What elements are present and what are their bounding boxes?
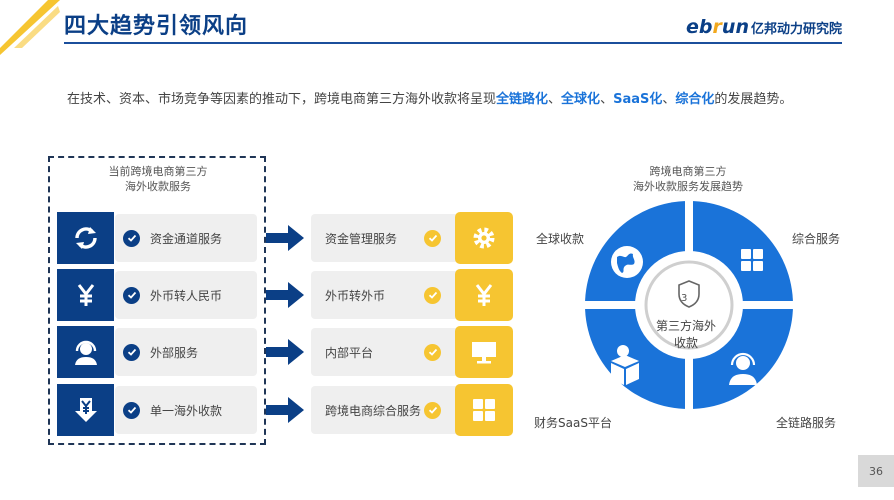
gear-icon bbox=[455, 212, 513, 264]
page-title: 四大趋势引领风向 bbox=[64, 14, 249, 39]
check-icon bbox=[424, 229, 441, 247]
arrow-right-icon bbox=[266, 282, 304, 308]
check-icon bbox=[123, 286, 140, 304]
check-icon bbox=[123, 401, 140, 419]
intro-highlight-3: SaaS化 bbox=[613, 92, 663, 107]
trend-label-saas: 财务SaaS平台 bbox=[534, 416, 612, 430]
yuan-icon bbox=[455, 269, 513, 321]
future-service-item: 跨境电商综合服务 bbox=[311, 386, 459, 434]
headset-icon bbox=[57, 326, 114, 378]
logo-text-a: eb bbox=[686, 16, 713, 38]
intro-highlight-4: 综合化 bbox=[675, 92, 715, 107]
current-service-item: 外币转人民币 bbox=[115, 271, 257, 319]
yuan-down-icon bbox=[57, 384, 114, 436]
check-icon bbox=[123, 229, 140, 247]
intro-sep-1: 、 bbox=[548, 92, 562, 107]
arrow-right-icon bbox=[266, 397, 304, 423]
intro-highlight-2: 全球化 bbox=[561, 92, 601, 107]
logo-text-c: un bbox=[721, 16, 749, 38]
check-icon bbox=[123, 343, 140, 361]
finance-box-icon bbox=[611, 345, 639, 385]
intro-paragraph: 在技术、资本、市场竞争等因素的推动下，跨境电商第三方海外收款将呈现全链路化、全球… bbox=[67, 87, 837, 112]
trend-label-global: 全球收款 bbox=[536, 232, 585, 246]
center-label: 第三方海外 收款 bbox=[655, 319, 716, 350]
center-number: 3 bbox=[681, 293, 688, 304]
intro-sep-2: 、 bbox=[600, 92, 614, 107]
logo-text-cn: 亿邦动力研究院 bbox=[750, 22, 842, 37]
grid-icon bbox=[741, 249, 763, 271]
trend-title: 跨境电商第三方 海外收款服务发展趋势 bbox=[633, 165, 743, 193]
current-service-item: 资金通道服务 bbox=[115, 214, 257, 262]
current-services-title: 当前跨境电商第三方 海外收款服务 bbox=[108, 165, 208, 193]
trend-label-full-chain: 全链路服务 bbox=[776, 416, 837, 430]
current-services-frame bbox=[48, 156, 266, 445]
trend-label-integrated: 综合服务 bbox=[792, 232, 841, 246]
future-service-item: 资金管理服务 bbox=[311, 214, 459, 262]
intro-highlight-1: 全链路化 bbox=[496, 92, 549, 107]
shield-icon bbox=[678, 280, 700, 308]
check-icon bbox=[424, 401, 441, 419]
headset-icon bbox=[729, 352, 757, 385]
check-icon bbox=[424, 286, 441, 304]
current-service-item: 外部服务 bbox=[115, 328, 257, 376]
future-service-item: 内部平台 bbox=[311, 328, 459, 376]
intro-prefix: 在技术、资本、市场竞争等因素的推动下，跨境电商第三方海外收款将呈现 bbox=[67, 92, 497, 107]
title-rule bbox=[64, 42, 842, 44]
intro-suffix: 的发展趋势。 bbox=[714, 92, 793, 107]
center-ring bbox=[644, 260, 734, 350]
exchange-icon bbox=[57, 212, 114, 264]
corner-decoration bbox=[0, 0, 60, 55]
logo-text-b: r bbox=[712, 16, 722, 38]
arrow-right-icon bbox=[266, 225, 304, 251]
yuan-icon bbox=[57, 269, 114, 321]
grid-icon bbox=[455, 384, 513, 436]
intro-sep-3: 、 bbox=[662, 92, 676, 107]
monitor-icon bbox=[455, 326, 513, 378]
trend-ring-diagram bbox=[583, 197, 795, 413]
globe-icon bbox=[611, 246, 643, 278]
current-service-item: 单一海外收款 bbox=[115, 386, 257, 434]
page-number: 36 bbox=[858, 455, 894, 487]
check-icon bbox=[424, 343, 441, 361]
arrow-right-icon bbox=[266, 339, 304, 365]
future-service-item: 外币转外币 bbox=[311, 271, 459, 319]
